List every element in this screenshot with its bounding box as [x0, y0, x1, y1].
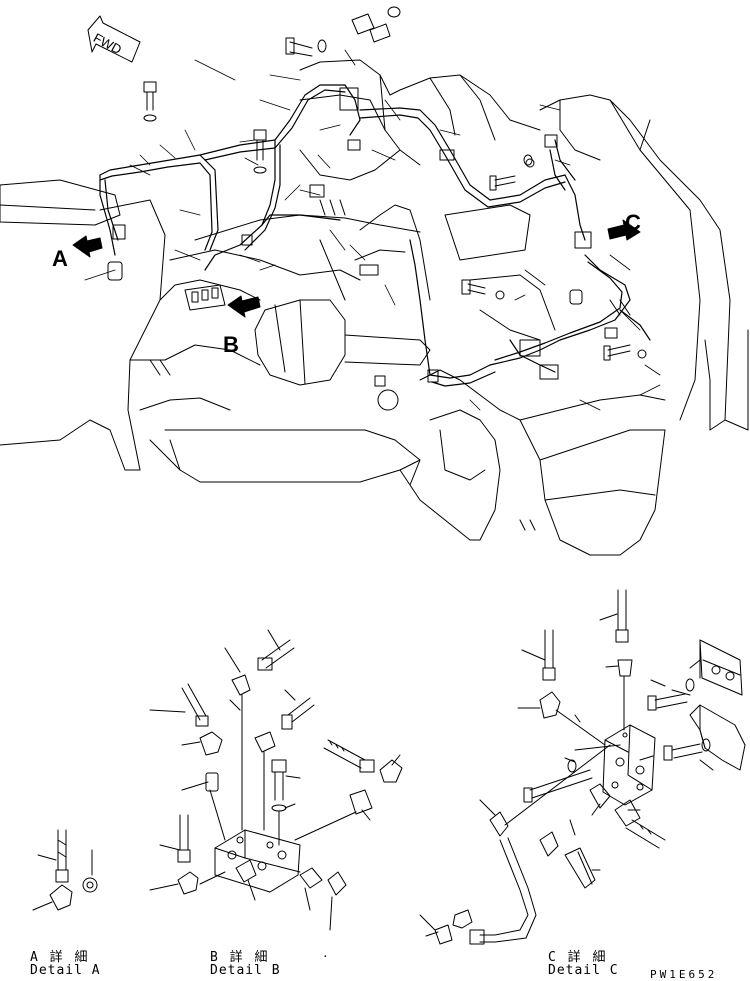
main-fittings — [107, 87, 647, 411]
main-bolts — [143, 6, 631, 361]
detail-b — [149, 629, 403, 931]
main-leader-lines — [84, 49, 661, 411]
detail-c — [419, 589, 746, 945]
fwd-arrow — [87, 15, 141, 63]
view-arrow-c — [607, 219, 641, 241]
view-arrows — [72, 219, 641, 318]
stray-mark: · — [322, 950, 329, 963]
machine-frame — [0, 59, 749, 556]
view-label-c: C — [625, 210, 641, 235]
detail-a-title-jp: A 詳 細 — [30, 950, 90, 965]
detail-b-title-jp: B 詳 細 — [210, 950, 270, 965]
detail-c-title-en: Detail C — [548, 963, 619, 978]
detail-a-title-en: Detail A — [30, 963, 101, 978]
drawing-code: PW1E652 — [650, 968, 718, 981]
view-label-b: B — [223, 332, 239, 357]
view-label-a: A — [52, 246, 68, 271]
view-arrow-a — [72, 235, 103, 258]
detail-c-title-jp: C 詳 細 — [548, 950, 608, 965]
brake-tube-lines — [99, 84, 651, 387]
detail-a — [32, 829, 98, 911]
view-arrow-b — [227, 295, 261, 318]
detail-b-title-en: Detail B — [210, 963, 281, 978]
